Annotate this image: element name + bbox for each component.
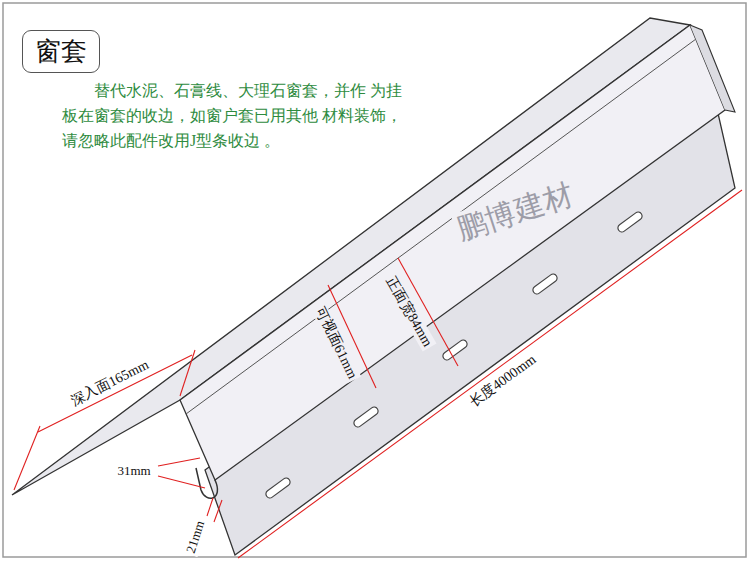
title-box: 窗套	[22, 30, 100, 73]
leader-line	[158, 458, 200, 466]
nail-slot	[441, 339, 468, 362]
leader-line	[214, 500, 222, 522]
j-hook	[196, 468, 217, 498]
leader-line	[207, 498, 213, 516]
image-frame	[3, 3, 746, 557]
dimension-label: 31mm	[115, 464, 152, 479]
nail-slot	[616, 211, 643, 234]
dimension-lines	[14, 190, 742, 558]
end-profile	[690, 25, 735, 112]
description-note: 替代水泥、石膏线、大理石窗套，并作 为挂板在窗套的收边，如窗户套已用其他 材料装…	[62, 78, 402, 153]
extension-line	[14, 426, 40, 490]
nail-slot	[531, 273, 558, 296]
nail-slot	[264, 477, 291, 500]
leader-line	[158, 476, 205, 488]
dimension-label: 21mm	[183, 517, 209, 557]
dimension-line	[238, 190, 742, 558]
nail-slot	[352, 406, 379, 429]
extension-line	[180, 350, 195, 396]
dimension-line	[38, 355, 192, 432]
